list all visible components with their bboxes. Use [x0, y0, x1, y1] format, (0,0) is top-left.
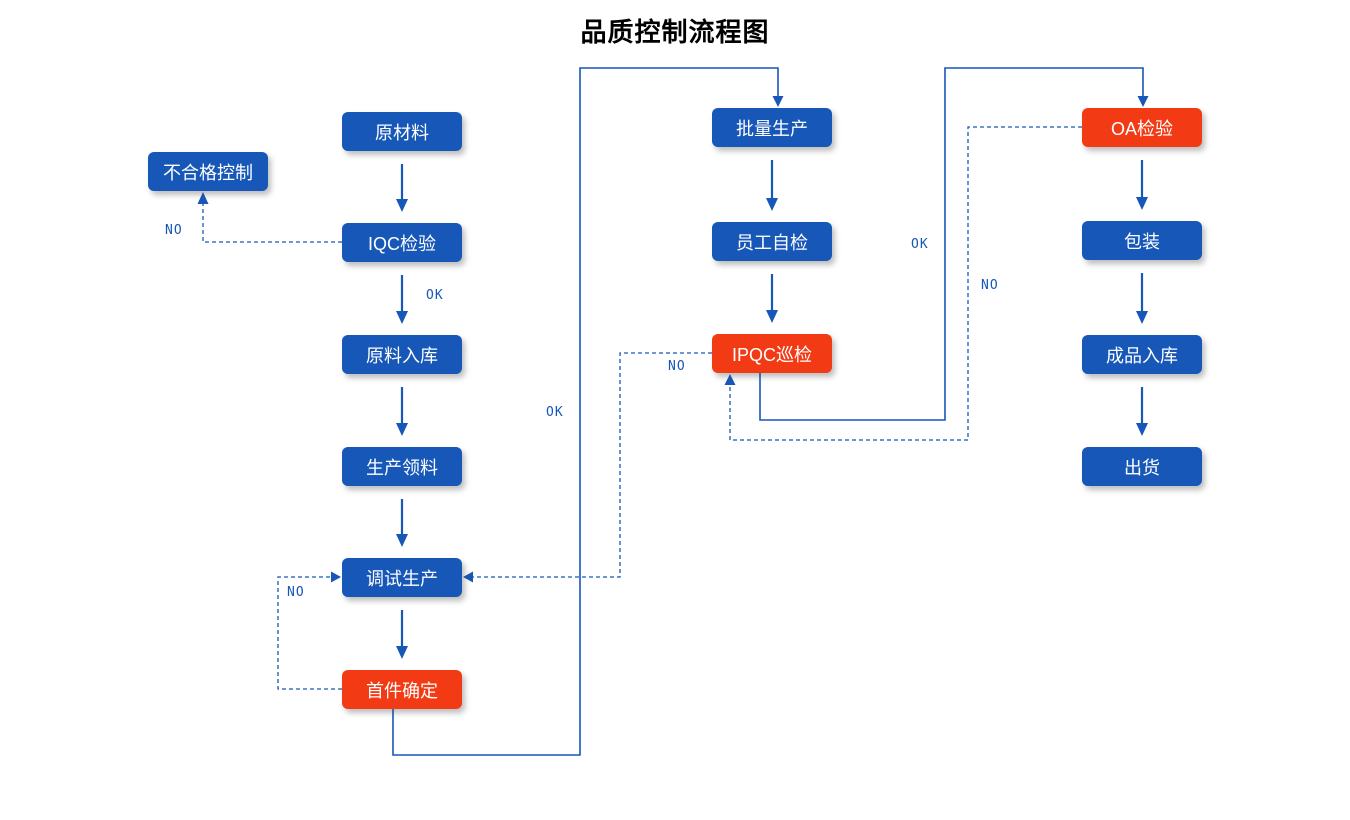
arrow-pick-to-debug	[396, 499, 408, 547]
node-oa-inspection: OA检验	[1082, 108, 1202, 147]
connector-iqc-no-to-nonconforming	[197, 192, 342, 243]
arrow-self-to-ipqc	[766, 274, 778, 323]
node-batch-production: 批量生产	[712, 108, 832, 147]
arrow-finstore-to-ship	[1136, 387, 1148, 436]
node-raw-material: 原材料	[342, 112, 462, 151]
arrow-batch-to-self	[766, 160, 778, 211]
node-finished-storage: 成品入库	[1082, 335, 1202, 374]
node-material-storage: 原料入库	[342, 335, 462, 374]
arrow-pack-to-finstore	[1136, 273, 1148, 324]
edge-label-first-piece-ok: OK	[546, 405, 564, 420]
connector-ipqc-no-to-debug	[463, 352, 712, 583]
node-employee-self-check: 员工自检	[712, 222, 832, 261]
node-nonconforming-control: 不合格控制	[148, 152, 268, 191]
node-iqc-inspection: IQC检验	[342, 223, 462, 262]
connector-first-to-batch	[392, 67, 784, 756]
connector-first-no-to-debug	[277, 571, 342, 690]
node-production-picking: 生产领料	[342, 447, 462, 486]
edge-label-first-piece-no: NO	[287, 585, 305, 600]
node-packaging: 包装	[1082, 221, 1202, 260]
node-shipment: 出货	[1082, 447, 1202, 486]
connector-oa-no-to-ipqc	[724, 126, 1082, 441]
node-first-piece-confirm: 首件确定	[342, 670, 462, 709]
edge-label-oa-no: NO	[981, 278, 999, 293]
arrow-debug-to-first	[396, 610, 408, 659]
diagram-title: 品质控制流程图	[580, 18, 770, 48]
edge-label-ipqc-no: NO	[668, 359, 686, 374]
arrow-oa-to-pack	[1136, 160, 1148, 210]
arrow-raw-to-iqc	[396, 164, 408, 212]
node-ipqc-inspection: IPQC巡检	[712, 334, 832, 373]
edge-label-iqc-ok: OK	[426, 288, 444, 303]
arrow-iqc-to-matstore	[396, 275, 408, 324]
connector-ipqc-to-oa	[759, 67, 1149, 421]
node-debug-production: 调试生产	[342, 558, 462, 597]
edge-label-iqc-no: NO	[165, 223, 183, 238]
arrow-matstore-to-pick	[396, 387, 408, 436]
edge-label-ipqc-ok: OK	[911, 237, 929, 252]
